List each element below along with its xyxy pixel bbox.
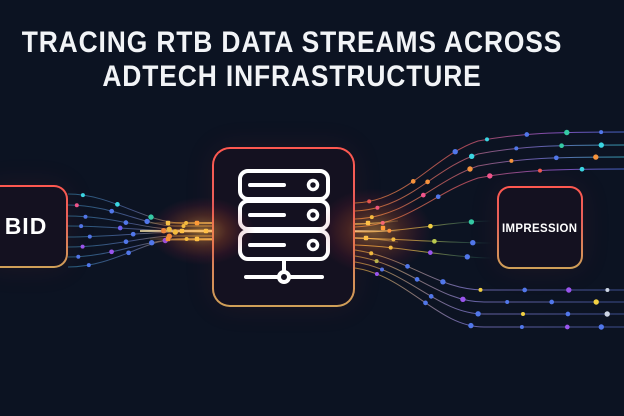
bid-label: BID: [4, 213, 48, 239]
impression-label: IMPRESSION: [502, 220, 578, 235]
server-stack-icon: [237, 169, 330, 284]
bid-node: BID: [0, 185, 68, 268]
page-title: TRACING RTB DATA STREAMS ACROSS ADTECH I…: [17, 26, 566, 94]
title-line-2: ADTECH INFRASTRUCTURE: [102, 60, 482, 93]
impression-node: IMPRESSION: [497, 186, 583, 269]
title-line-1: TRACING RTB DATA STREAMS ACROSS: [21, 26, 563, 59]
server-node: [212, 147, 355, 307]
